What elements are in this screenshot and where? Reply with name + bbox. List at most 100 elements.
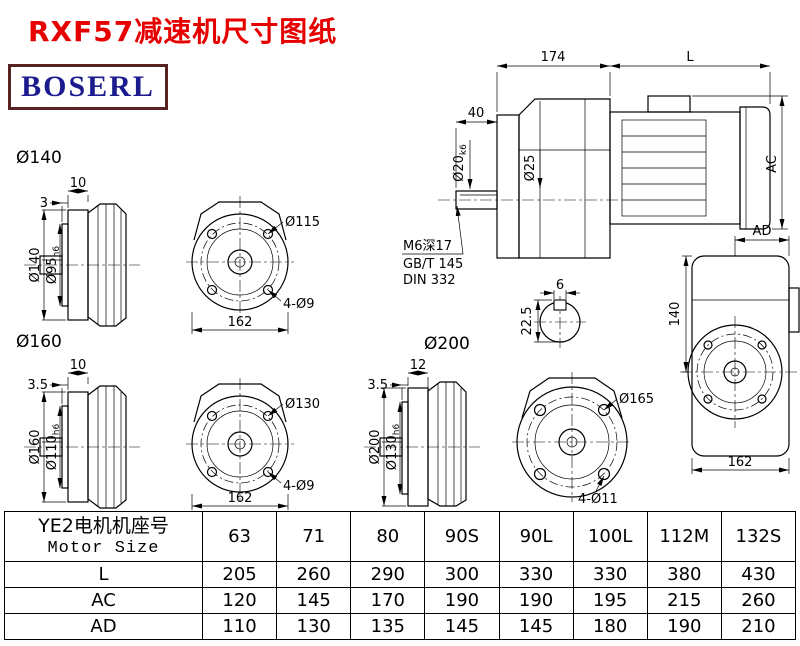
callout-flange160-holes: 4-Ø9 — [267, 471, 314, 494]
dim-value-cell: 260 — [276, 561, 352, 588]
dim-value-cell: 210 — [720, 613, 797, 640]
size-header-cell: 112M — [646, 511, 722, 562]
dim-label-flange160-thickness: 10 — [70, 358, 87, 373]
size-header-cell: 90L — [498, 511, 574, 562]
flange140-group: Ø140 10 — [16, 148, 320, 334]
dim-label-AD: AD — [753, 224, 772, 239]
dim-value-cell: 110 — [201, 613, 278, 640]
size-header-cell: 90S — [424, 511, 500, 562]
dim-label-key-width: 6 — [556, 278, 564, 293]
dim-flange200-spigot-depth: 3.5 — [367, 378, 408, 400]
table-row-AD: AD 110 130 135 145 145 180 190 210 — [4, 613, 797, 640]
dim-flange140-width: 162 — [191, 312, 289, 334]
dim-label-flange160-od: Ø160 — [28, 429, 43, 464]
flange160-front-view: Ø130 4-Ø9 162 — [186, 378, 320, 510]
dim-label-flange200-spigot-depth: 3.5 — [367, 378, 388, 393]
dim-label-flange200-thickness: 12 — [410, 358, 427, 373]
fan-cowl — [739, 106, 771, 230]
flange160-label: Ø160 — [16, 332, 62, 352]
dim-label-162: 162 — [728, 455, 753, 470]
dim-value-cell: 120 — [201, 587, 278, 614]
flange160-side-view: 10 3.5 Ø160 Ø110h6 — [24, 358, 140, 509]
dim-label-flange140-od: Ø140 — [28, 247, 43, 282]
dim-key-depth: 22.5 — [520, 299, 558, 343]
motor-size-label-cn: YE2电机机座号 — [38, 514, 169, 537]
boserl-logo: BOSERL — [8, 64, 168, 110]
flange160-group: Ø160 10 — [16, 332, 320, 510]
dim-value-cell: 180 — [572, 613, 648, 640]
motor-size-table: YE2电机机座号 Motor Size 63 71 80 90S 90L 100… — [4, 511, 797, 640]
dim-flange140-od: Ø140 — [28, 209, 66, 321]
flange200-front-view: Ø165 4-Ø11 — [512, 372, 654, 507]
flange200-group: Ø200 12 — [364, 334, 654, 507]
dim-flange200-od: Ø200 — [368, 387, 406, 507]
terminal-box — [647, 95, 691, 113]
dim-value-cell: 260 — [720, 587, 797, 614]
dim-value-cell: 205 — [201, 561, 278, 588]
dim-flange160-spigot-depth: 3.5 — [27, 378, 68, 404]
technical-drawing-svg: 174 L 40 Ø20k6 Ø25 — [16, 50, 800, 510]
dim-value-cell: 145 — [276, 587, 352, 614]
dim-value-cell: 215 — [646, 587, 722, 614]
dim-label-shaft-diameter: Ø20k6 — [452, 144, 469, 182]
callout-flange140-holes: 4-Ø9 — [267, 289, 314, 312]
table-row-AC: AC 120 145 170 190 190 195 215 260 — [4, 587, 797, 614]
dim-flange160-thickness: 10 — [67, 358, 89, 390]
dim-label-flange140-spigot: Ø95h6 — [45, 246, 62, 284]
dim-value-cell: 330 — [572, 561, 648, 588]
dim-AC: AC — [692, 95, 788, 230]
flange200-side-view: 12 3.5 Ø200 Ø130h6 — [364, 358, 480, 507]
dim-flange200-thickness: 12 — [407, 358, 429, 389]
dim-row-label: AC — [4, 587, 203, 614]
motor-size-label-en: Motor Size — [47, 538, 160, 558]
label-flange160-holes: 4-Ø9 — [283, 479, 314, 494]
dim-value-cell: 190 — [498, 587, 574, 614]
center-hole-callout: M6深17 GB/T 145 DIN 332 — [402, 205, 464, 288]
dim-label-flange140-width: 162 — [228, 315, 253, 330]
dim-label-40: 40 — [468, 106, 485, 121]
size-header-cell: 80 — [350, 511, 426, 562]
dim-flange140-spigot-depth: 3 — [40, 196, 68, 222]
reducer-front-view: AD 140 162 — [668, 224, 800, 474]
dim-174: 174 — [496, 50, 611, 112]
dim-value-cell: 380 — [646, 561, 722, 588]
dim-flange200-spigot: Ø130h6 — [385, 402, 403, 494]
dim-label-AC: AC — [765, 155, 780, 173]
callout-flange200-bolt-circle: Ø165 — [603, 392, 654, 411]
dim-value-cell: 290 — [350, 561, 426, 588]
label-flange140-bolt-circle: Ø115 — [285, 215, 320, 230]
dim-value-cell: 170 — [350, 587, 426, 614]
flange140-label: Ø140 — [16, 148, 62, 168]
dim-AD: AD — [734, 224, 790, 256]
motor-size-header-cell: YE2电机机座号 Motor Size — [4, 511, 203, 562]
size-header-cell: 100L — [572, 511, 648, 562]
label-din-standard: DIN 332 — [403, 273, 456, 288]
size-header-cell: 63 — [201, 511, 278, 562]
dim-flange140-spigot: Ø95h6 — [45, 224, 63, 306]
flange140-front-view: Ø115 4-Ø9 162 — [186, 196, 320, 334]
dim-flange140-thickness: 10 — [67, 176, 89, 208]
dim-162-front: 162 — [691, 455, 790, 474]
dim-label-shoulder-diameter: Ø25 — [523, 155, 538, 182]
label-flange140-holes: 4-Ø9 — [283, 297, 314, 312]
boserl-logo-text: BOSERL — [21, 70, 155, 103]
label-gb-standard: GB/T 145 — [403, 257, 463, 272]
motor-body — [609, 95, 741, 225]
label-flange200-bolt-circle: Ø165 — [619, 392, 654, 407]
dim-flange160-width: 162 — [191, 491, 289, 510]
dim-value-cell: 145 — [424, 613, 500, 640]
flange140-side-view: 10 3 Ø140 Ø95h6 — [24, 176, 140, 327]
dim-value-cell: 330 — [498, 561, 574, 588]
dim-label-flange140-thickness: 10 — [70, 176, 87, 191]
label-flange160-bolt-circle: Ø130 — [285, 397, 320, 412]
callout-flange140-bolt-circle: Ø115 — [267, 215, 320, 235]
dim-value-cell: 195 — [572, 587, 648, 614]
flange200-label: Ø200 — [424, 334, 470, 354]
dim-flange160-spigot: Ø110h6 — [45, 406, 63, 488]
dim-label-flange200-od: Ø200 — [368, 429, 383, 464]
dim-value-cell: 145 — [498, 613, 574, 640]
dim-flange160-od: Ø160 — [28, 391, 66, 503]
assembly-view: 174 L 40 Ø20k6 Ø25 — [402, 50, 800, 474]
label-flange200-holes: 4-Ø11 — [578, 492, 618, 507]
